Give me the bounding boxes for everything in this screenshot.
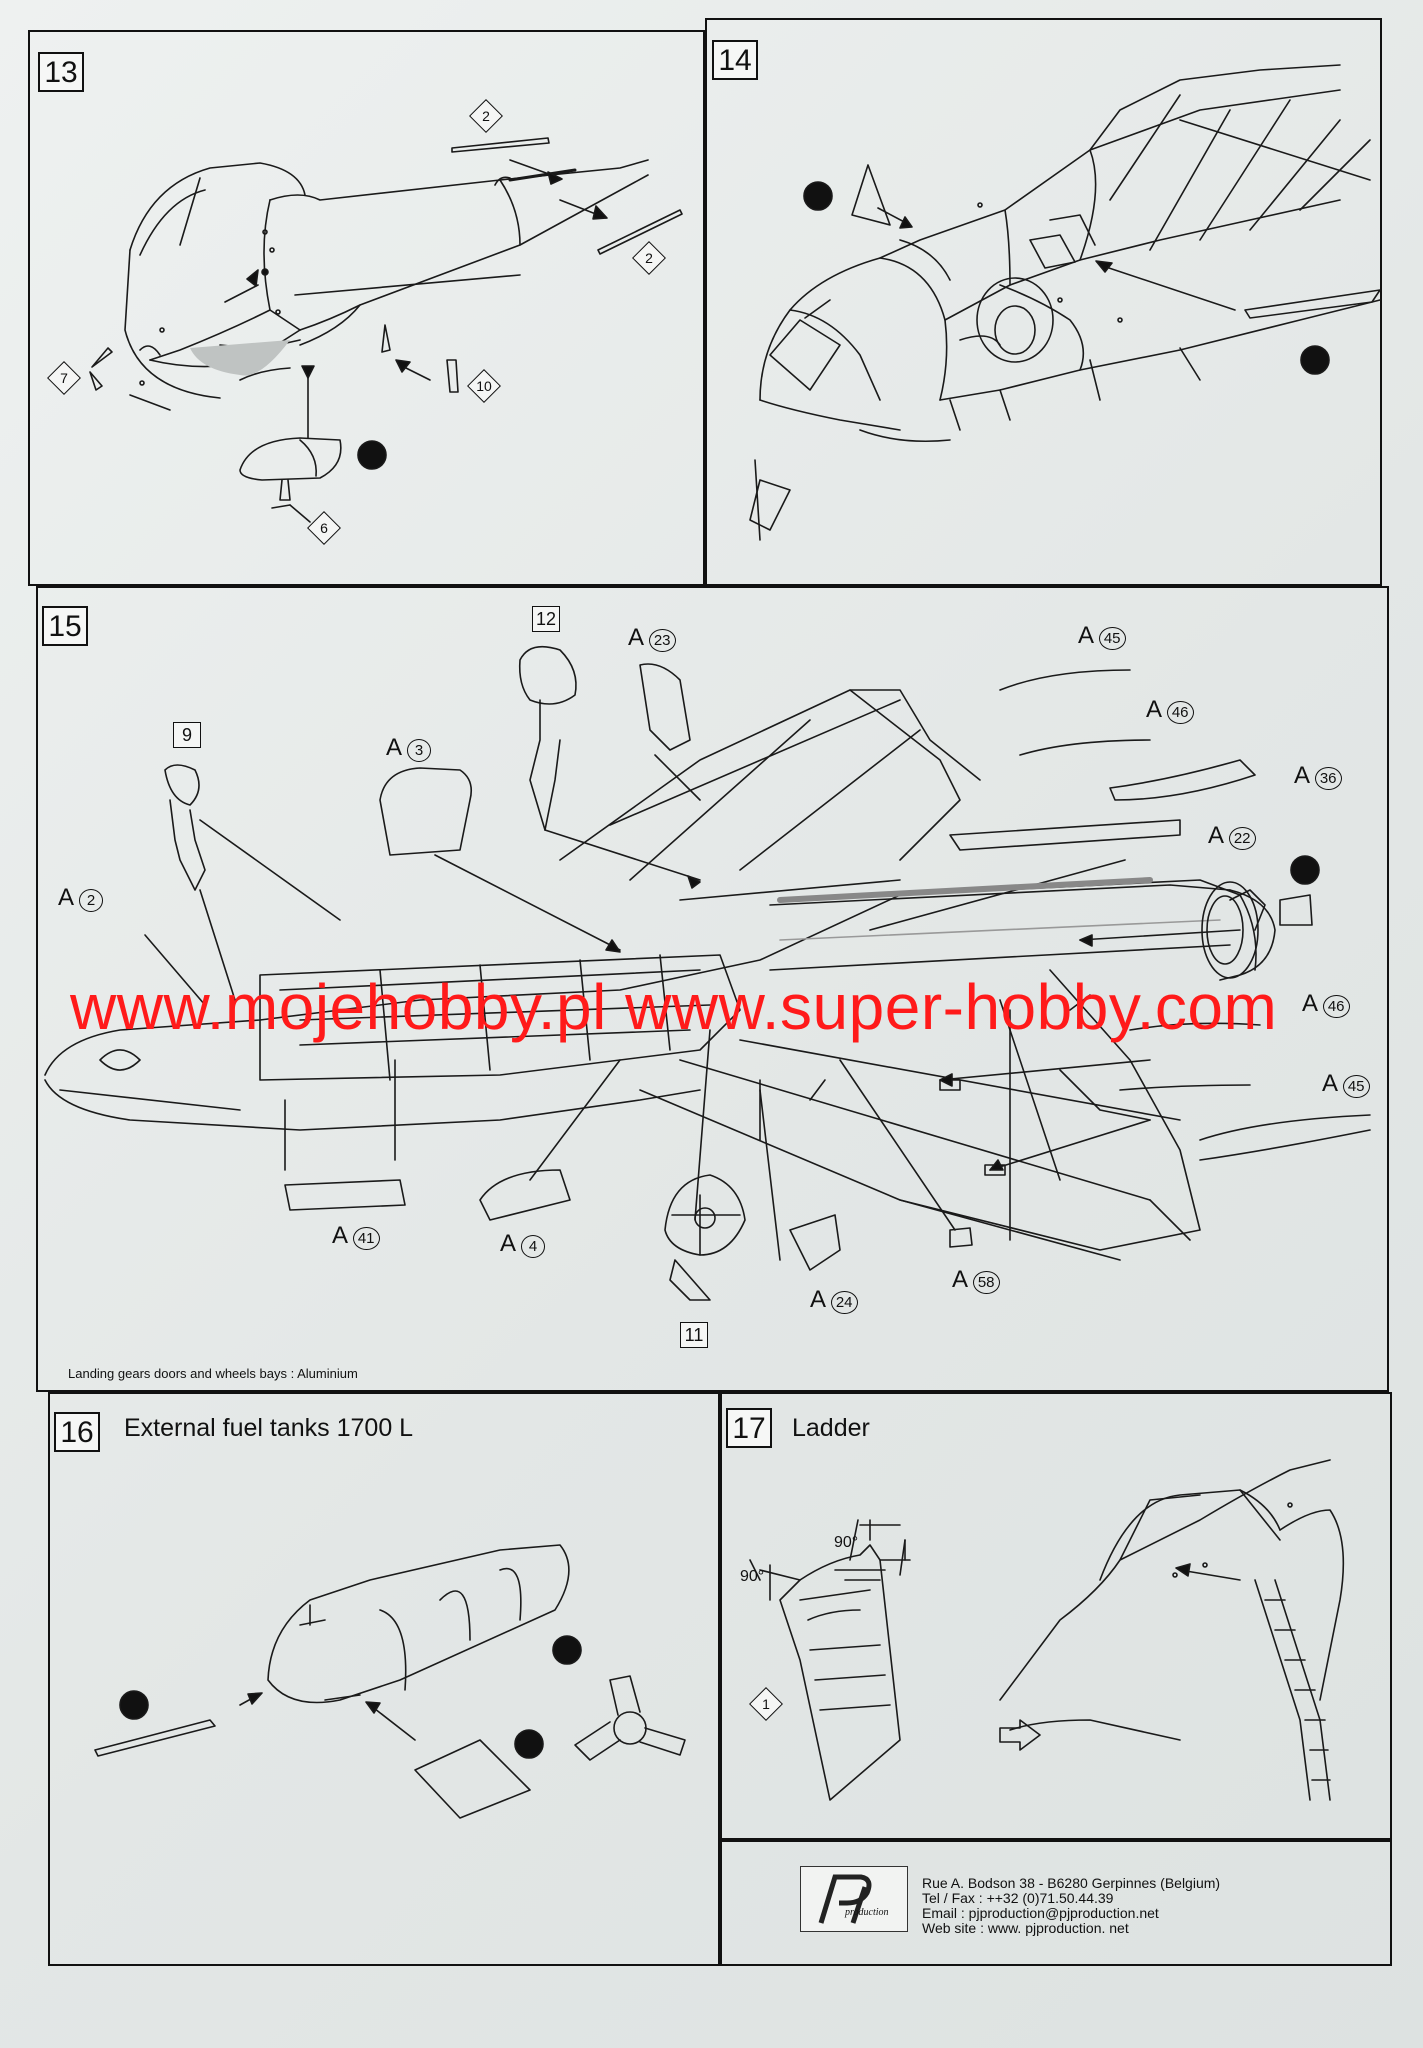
part-a3-label: A 3 (386, 734, 432, 762)
part-a24-label: A 24 (810, 1286, 858, 1314)
part-a36-label: A 36 (1294, 762, 1342, 790)
part-a22-label: A 22 (1208, 822, 1256, 850)
part-a4-label: A 4 (500, 1230, 546, 1258)
pj-logo-mark (818, 1874, 872, 1924)
pj-production-logo: production (800, 1866, 908, 1932)
part-a58-label: A 58 (952, 1266, 1000, 1294)
part-a46-label-bottom: A 46 (1302, 990, 1350, 1018)
part-a23-label: A 23 (628, 624, 676, 652)
step-13-nose-drawing (89, 137, 683, 523)
logo-wordmark: production (845, 1907, 889, 1918)
subassembly-9-box: 9 (173, 722, 201, 748)
step-16-panel (48, 1392, 720, 1966)
step-15-underside-drawing (44, 645, 1371, 1301)
part-a2-label: A 2 (58, 884, 104, 912)
footer-address: Rue A. Bodson 38 - B6280 Gerpinnes (Belg… (922, 1875, 1221, 1891)
step-14-cockpit-drawing (749, 64, 1381, 541)
subassembly-12-box: 12 (532, 606, 560, 632)
step-16-fuel-tank-drawing (94, 1544, 686, 1819)
footer-phone: Tel / Fax : ++32 (0)71.50.44.39 (922, 1890, 1114, 1906)
step-16-title: External fuel tanks 1700 L (124, 1414, 414, 1442)
step-14-number: 14 (712, 40, 758, 80)
part-a45-label-top: A 45 (1078, 622, 1126, 650)
ladder-angle-top: 90° (834, 1534, 859, 1551)
step-15-paint-note: Landing gears doors and wheels bays : Al… (68, 1366, 358, 1381)
part-a45-label-bottom: A 45 (1322, 1070, 1370, 1098)
step-15-number: 15 (42, 606, 88, 646)
step-17-title: Ladder (792, 1414, 870, 1442)
step-15-panel (36, 586, 1389, 1392)
step-17-ladder-drawing (749, 1459, 1345, 1801)
ladder-angle-left: 90° (740, 1568, 765, 1585)
step-14-panel (705, 18, 1382, 586)
footer-website[interactable]: Web site : www. pjproduction. net (922, 1920, 1129, 1936)
step-17-number: 17 (726, 1408, 772, 1448)
watermark-text: www.mojehobby.pl www.super-hobby.com (70, 971, 1278, 1043)
step-17-panel (720, 1392, 1392, 1840)
step-13-panel (28, 30, 705, 586)
step-13-number: 13 (38, 52, 84, 92)
part-a46-label-top: A 46 (1146, 696, 1194, 724)
footer-email[interactable]: Email : pjproduction@pjproduction.net (922, 1905, 1159, 1921)
step-16-number: 16 (54, 1412, 100, 1452)
footer-panel (720, 1840, 1392, 1966)
part-a41-label: A 41 (332, 1222, 380, 1250)
subassembly-11-box: 11 (680, 1322, 708, 1348)
